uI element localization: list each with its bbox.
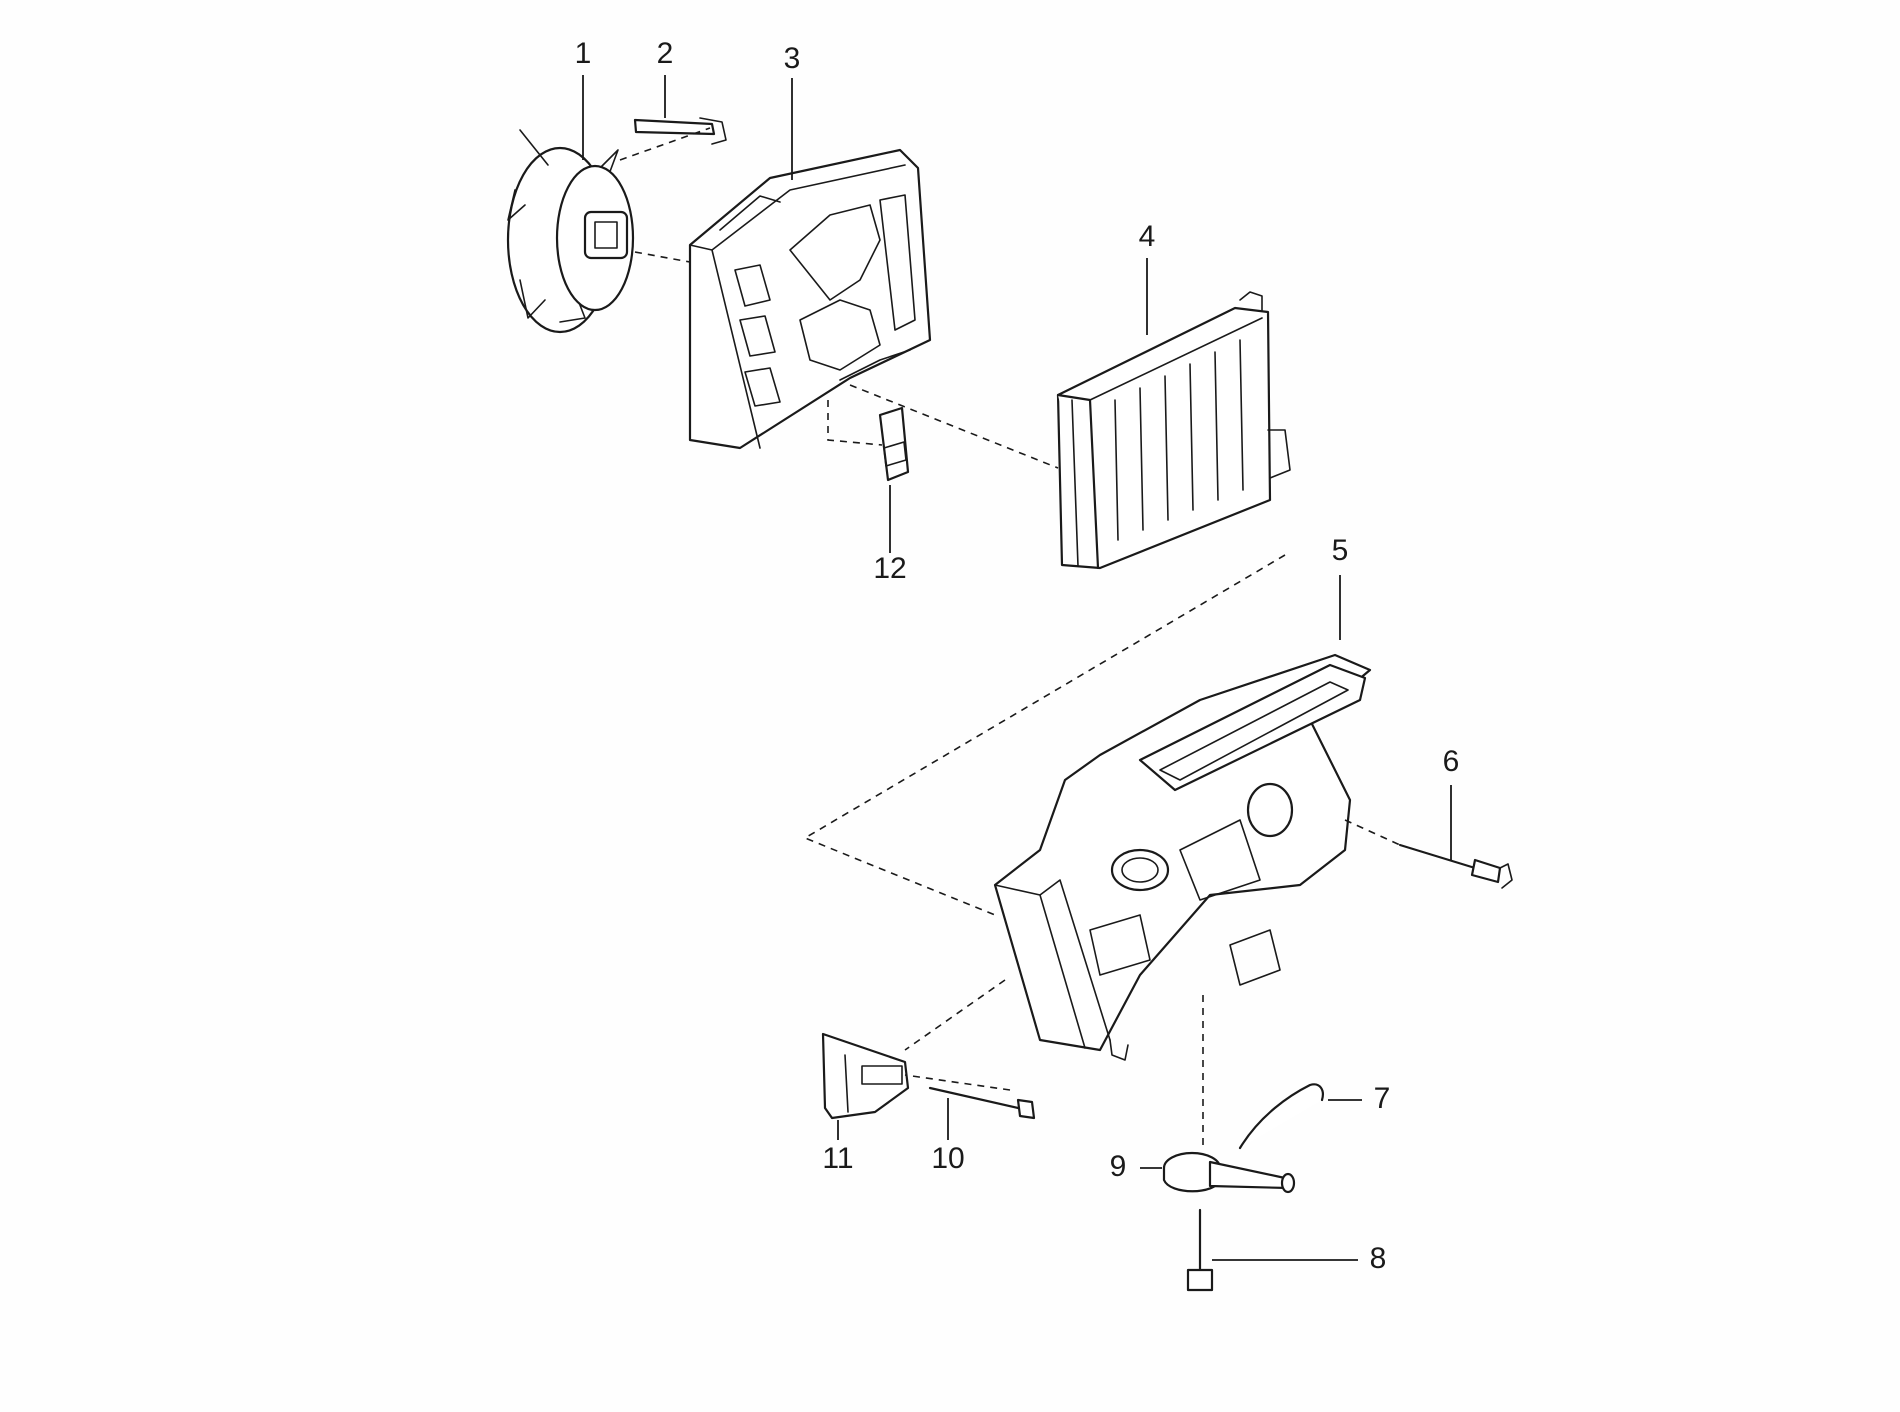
part-2-retaining-clip bbox=[633, 117, 727, 145]
callout-12: 12 bbox=[873, 552, 906, 585]
part-12-mounting-bracket bbox=[878, 406, 910, 482]
part-9-lever bbox=[1162, 1151, 1296, 1194]
callout-leader-lines bbox=[582, 75, 1452, 1261]
part-3-blower-housing bbox=[688, 148, 932, 450]
callout-1: 1 bbox=[575, 37, 592, 70]
callout-labels: 1 2 3 4 5 6 7 8 9 10 11 12 bbox=[575, 37, 1460, 1275]
callout-3: 3 bbox=[784, 42, 801, 75]
callout-8: 8 bbox=[1370, 1242, 1387, 1275]
callout-5: 5 bbox=[1332, 534, 1349, 567]
part-6-control-cable bbox=[1398, 843, 1513, 889]
callout-6: 6 bbox=[1443, 745, 1460, 778]
callout-11: 11 bbox=[822, 1142, 853, 1175]
callout-7: 7 bbox=[1374, 1082, 1391, 1115]
callout-4: 4 bbox=[1139, 220, 1156, 253]
part-8-screw bbox=[1186, 1208, 1214, 1292]
part-1-blower-fan bbox=[506, 129, 635, 334]
part-5-heater-housing bbox=[993, 653, 1372, 1061]
part-11-flap-bracket bbox=[821, 1032, 910, 1120]
part-4-heater-core bbox=[1056, 291, 1291, 570]
assembly-guide-lines bbox=[619, 127, 1401, 1150]
part-7-wire-clip bbox=[1238, 1083, 1324, 1150]
callout-10: 10 bbox=[931, 1142, 964, 1175]
callout-9: 9 bbox=[1110, 1150, 1127, 1183]
part-10-bolt bbox=[928, 1086, 1036, 1120]
callout-2: 2 bbox=[657, 37, 674, 70]
